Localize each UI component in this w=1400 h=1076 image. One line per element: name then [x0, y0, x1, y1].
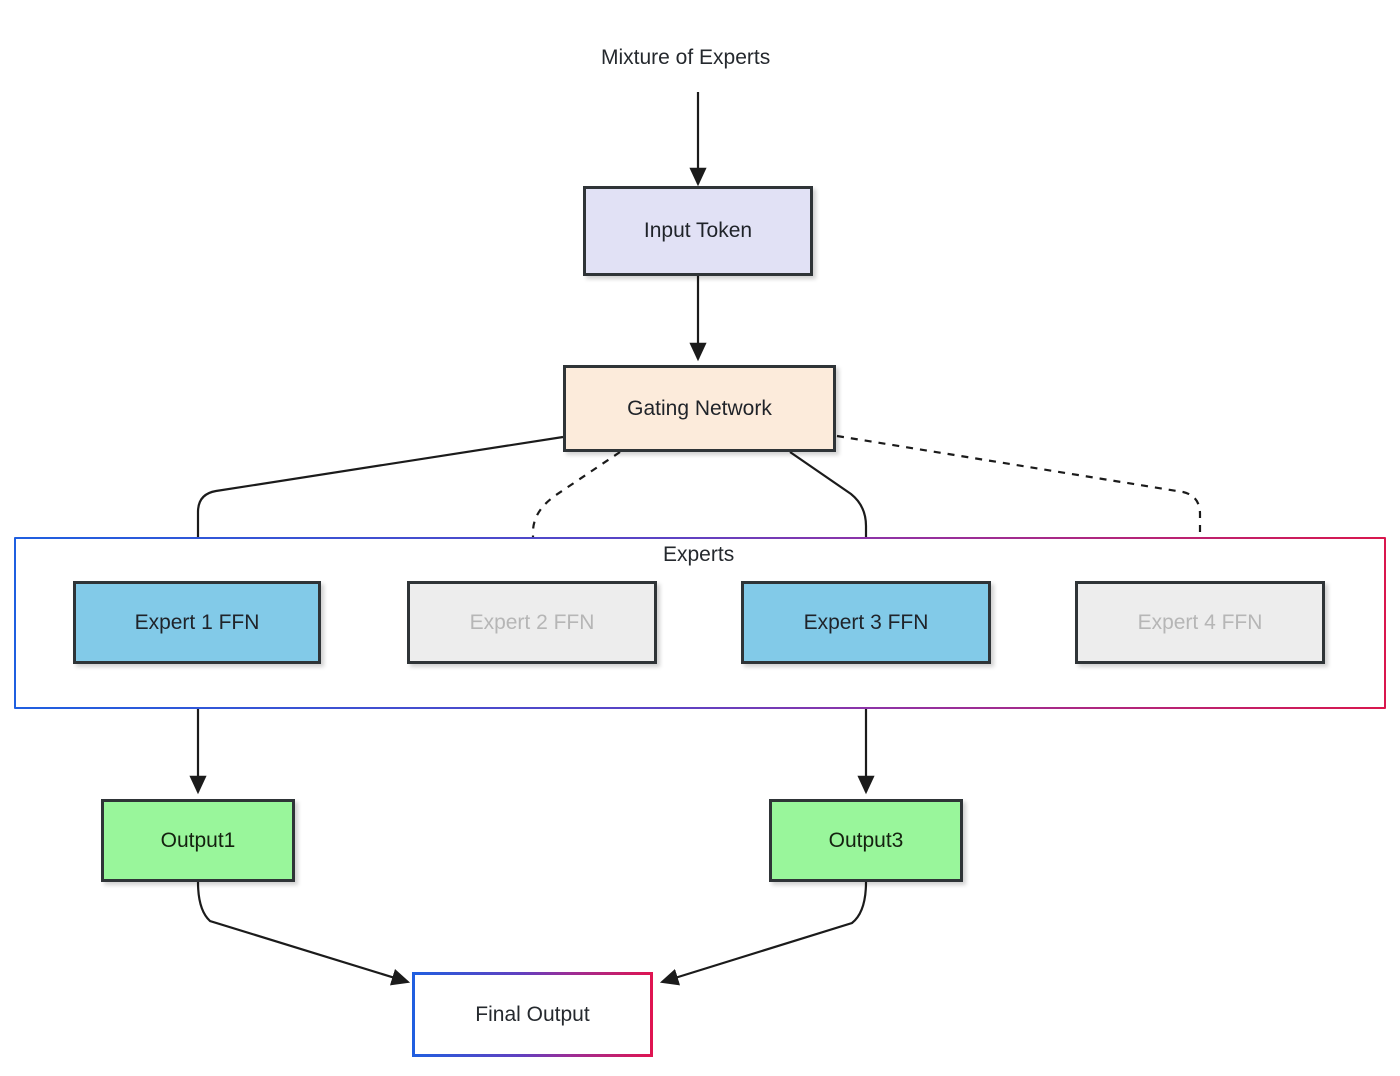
node-expert2[interactable]: Expert 2 FFN [407, 581, 657, 664]
node-input-token-label: Input Token [643, 219, 753, 243]
node-expert4-label: Expert 4 FFN [1137, 610, 1263, 634]
node-gating-network[interactable]: Gating Network [563, 365, 836, 452]
edge-output3-to-final-output [659, 881, 868, 986]
node-final-output-label: Final Output [475, 1002, 590, 1026]
edge-output1-to-final-output [196, 881, 411, 986]
node-expert1[interactable]: Expert 1 FFN [73, 581, 321, 664]
node-input-token[interactable]: Input Token [583, 186, 813, 276]
node-expert4[interactable]: Expert 4 FFN [1075, 581, 1325, 664]
diagram-title: Mixture of Experts [601, 46, 771, 69]
node-final-output[interactable]: Final Output [412, 972, 653, 1057]
node-gating-network-label: Gating Network [627, 396, 772, 420]
node-expert3-label: Expert 3 FFN [803, 610, 929, 634]
node-output3-label: Output3 [828, 828, 904, 852]
node-expert2-label: Expert 2 FFN [469, 610, 595, 634]
experts-group-label: Experts [655, 543, 743, 567]
node-output1[interactable]: Output1 [101, 799, 295, 882]
node-output1-label: Output1 [160, 828, 236, 852]
node-expert1-label: Expert 1 FFN [134, 610, 260, 634]
node-output3[interactable]: Output3 [769, 799, 963, 882]
node-expert3[interactable]: Expert 3 FFN [741, 581, 991, 664]
